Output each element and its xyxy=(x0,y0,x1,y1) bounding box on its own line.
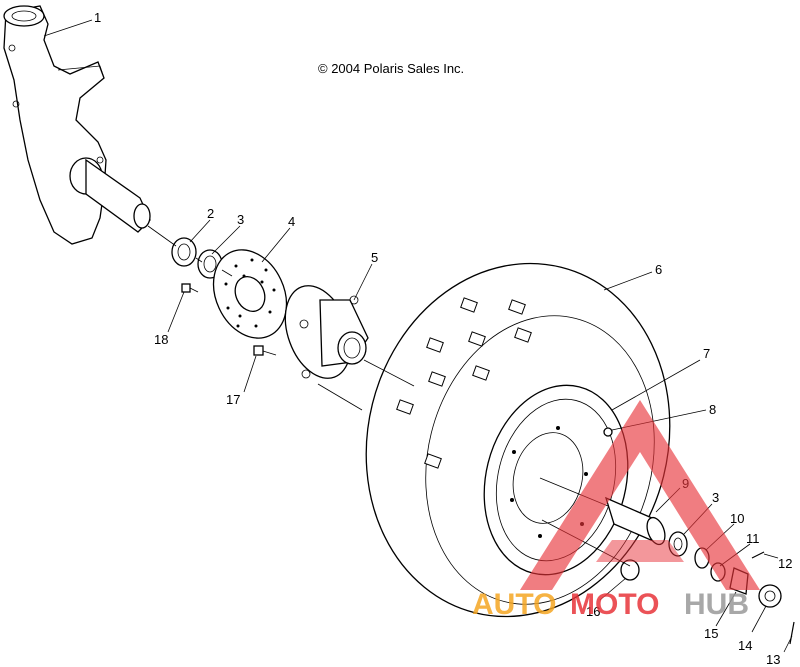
disc-bolt xyxy=(181,283,199,293)
seal xyxy=(171,237,197,267)
part-number-8: 8 xyxy=(709,402,716,417)
part-number-1: 1 xyxy=(94,10,101,25)
part-number-18: 18 xyxy=(154,332,168,347)
part-number-14: 14 xyxy=(738,638,752,653)
part-number-4: 4 xyxy=(288,214,295,229)
automotohub-watermark: AUTO MOTO HUB xyxy=(472,400,760,621)
watermark-auto: AUTO xyxy=(472,588,556,621)
valve-cap xyxy=(789,621,795,645)
hub-bolt xyxy=(253,345,277,356)
watermark-triangle-inner xyxy=(596,540,684,562)
part-number-12: 12 xyxy=(778,556,792,571)
brake-disc xyxy=(212,249,288,339)
part-number-5: 5 xyxy=(371,250,378,265)
part-number-16: 16 xyxy=(586,604,600,619)
steering-knuckle xyxy=(3,5,151,245)
part-number-10: 10 xyxy=(730,511,744,526)
watermark-moto: MOTO xyxy=(570,588,659,621)
valve-stem xyxy=(603,427,613,437)
part-number-6: 6 xyxy=(655,262,662,277)
wheel-hub xyxy=(284,285,369,379)
copyright-text: © 2004 Polaris Sales Inc. xyxy=(318,61,464,76)
part-number-3b: 3 xyxy=(712,490,719,505)
cotter-pin xyxy=(751,551,765,559)
watermark-triangle-logo xyxy=(520,400,760,590)
wheel-nut xyxy=(758,584,782,608)
part-number-3: 3 xyxy=(237,212,244,227)
part-number-2: 2 xyxy=(207,206,214,221)
part-number-11: 11 xyxy=(746,531,760,546)
part-number-7: 7 xyxy=(703,346,710,361)
part-number-13: 13 xyxy=(766,652,780,667)
part-number-17: 17 xyxy=(226,392,240,407)
watermark-hub: HUB xyxy=(684,588,749,621)
part-number-15: 15 xyxy=(704,626,718,641)
